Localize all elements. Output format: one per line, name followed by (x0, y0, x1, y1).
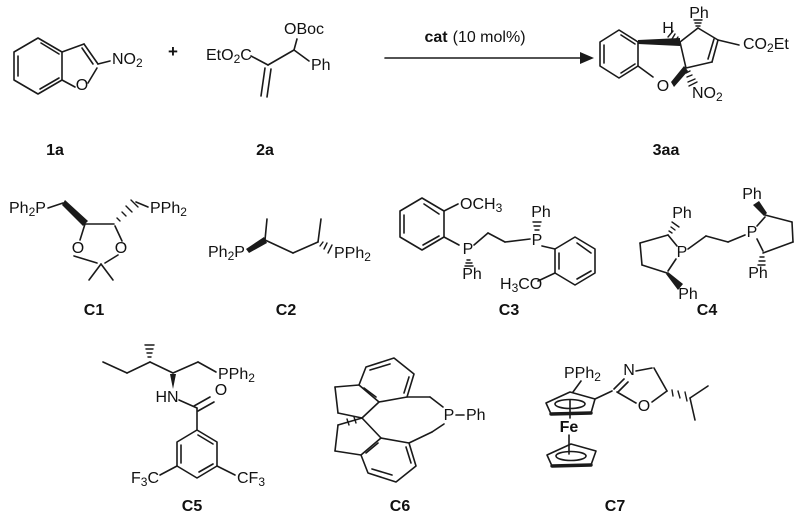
atom-pph2: PPh2 (150, 200, 187, 219)
structure-1a: O NO2 (13, 37, 143, 95)
label-c6: C6 (389, 498, 411, 515)
atom-cf3: CF3 (237, 470, 265, 489)
atom-f3c: F3C (131, 470, 159, 489)
atom-o: O (76, 77, 88, 94)
atom-ph-bottom: Ph (462, 266, 482, 283)
catalyst-c2: Ph2P PPh2 (205, 195, 385, 315)
atom-ph-tl: Ph (672, 205, 692, 222)
structure-c5: PPh2 HN O F3C CF3 (102, 344, 265, 489)
atom-oboc: OBoc (284, 21, 324, 38)
structure-3aa: H Ph CO2Et O NO2 (599, 5, 789, 104)
arrow-graphic: cat(10 mol%) (384, 29, 594, 64)
structure-c3: OCH3 P Ph Ph P H3CO (399, 196, 596, 295)
atom-co2et: CO2Et (743, 36, 789, 55)
reaction-arrow: cat(10 mol%) (383, 20, 598, 70)
atom-p-right: P (532, 232, 543, 249)
catalyst-c5: PPh2 HN O F3C CF3 (85, 335, 320, 505)
atom-h3co: H3CO (500, 276, 542, 295)
arrowhead-icon (580, 52, 594, 64)
structure-2a: EtO2C OBoc Ph (206, 21, 331, 98)
atom-o-right: O (115, 240, 127, 257)
atom-h: H (662, 20, 674, 37)
label-c1: C1 (83, 302, 105, 319)
atom-ph-top: Ph (531, 204, 551, 221)
label-1a: 1a (46, 142, 64, 159)
atom-ph-br: Ph (748, 265, 768, 282)
atom-hn: HN (155, 389, 178, 406)
atom-ph: Ph (466, 407, 486, 424)
atom-o: O (657, 78, 669, 95)
plus-sign: + (168, 42, 178, 61)
atom-ph: Ph (311, 57, 331, 74)
catalyst-c7: PPh2 N O Fe (540, 340, 790, 505)
atom-no2: NO2 (692, 85, 723, 104)
label-c4: C4 (696, 302, 718, 319)
label-c7: C7 (604, 498, 626, 515)
catalyst-c3: OCH3 P Ph Ph P H3CO (388, 175, 603, 320)
atom-eto2c: EtO2C (206, 47, 252, 66)
compound-2a: EtO2C OBoc Ph (192, 6, 342, 141)
structure-c2: Ph2P PPh2 (208, 218, 371, 264)
structure-c1: Ph2P PPh2 O O (9, 199, 187, 281)
label-c2: C2 (275, 302, 297, 319)
arrow-conditions: cat(10 mol%) (424, 29, 525, 46)
atom-pph2: PPh2 (564, 365, 601, 384)
atom-fe: Fe (560, 419, 579, 436)
atom-o: O (215, 382, 227, 399)
atom-no2: NO2 (112, 51, 143, 70)
compound-1a: O NO2 (8, 14, 173, 124)
atom-p-left: P (677, 244, 688, 261)
atom-p: P (444, 407, 455, 424)
label-3aa: 3aa (652, 142, 680, 159)
catalyst-c6: P Ph (330, 345, 525, 500)
atom-ph-bl: Ph (678, 286, 698, 303)
atom-p-right: P (747, 224, 758, 241)
structure-c6: P Ph (334, 357, 486, 483)
atom-och3: OCH3 (460, 196, 503, 215)
atom-ph-tr: Ph (742, 186, 762, 203)
atom-p-left: P (463, 241, 474, 258)
atom-o-left: O (72, 240, 84, 257)
label-c3: C3 (498, 302, 520, 319)
label-2a: 2a (256, 142, 274, 159)
label-c5: C5 (181, 498, 203, 515)
structure-c4: Ph P Ph Ph P Ph (639, 186, 794, 303)
atom-ph: Ph (689, 5, 709, 22)
atom-n: N (623, 362, 635, 379)
catalyst-c4: Ph P Ph Ph P Ph (608, 180, 800, 315)
atom-pph2: PPh2 (218, 366, 255, 385)
atom-ph2p: Ph2P (9, 200, 46, 219)
catalyst-c1: Ph2P PPh2 O O (8, 178, 193, 310)
structure-c7: PPh2 N O Fe (545, 362, 709, 468)
compound-3aa: H Ph CO2Et O NO2 (588, 2, 800, 137)
atom-o: O (638, 398, 650, 415)
atom-ph2p: Ph2P (208, 244, 245, 263)
atom-pph2: PPh2 (334, 245, 371, 264)
